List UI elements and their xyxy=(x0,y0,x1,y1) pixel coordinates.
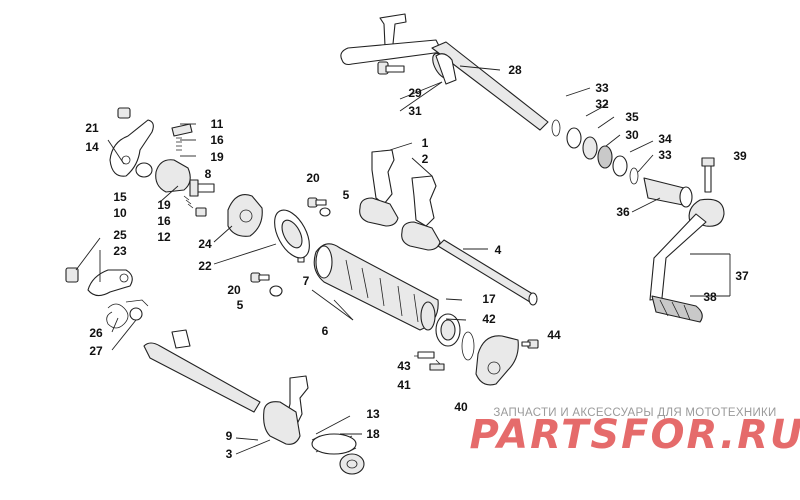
part-label-20a: 20 xyxy=(306,171,320,185)
part-label-20b: 20 xyxy=(227,283,241,297)
part-label-44: 44 xyxy=(547,328,561,342)
part-label-21: 21 xyxy=(85,121,99,135)
part-label-29: 29 xyxy=(408,86,422,100)
part-label-26: 26 xyxy=(89,326,103,340)
part-label-28: 28 xyxy=(508,63,522,77)
stopper-cluster-drawing xyxy=(109,107,215,217)
part-label-7: 7 xyxy=(303,274,310,288)
part-label-27: 27 xyxy=(89,344,103,358)
small-fasteners-drawing xyxy=(250,197,331,297)
part-label-34: 34 xyxy=(658,132,672,146)
bolt-29-drawing xyxy=(377,61,405,75)
part-label-22: 22 xyxy=(198,259,212,273)
part-number-labels: 1 2 3 4 5 5 6 7 8 9 10 11 12 13 14 15 16… xyxy=(85,63,749,461)
lower-shaft-drawing xyxy=(143,329,309,445)
shift-drum-drawing xyxy=(297,243,439,331)
kick-lever-drawing xyxy=(643,157,725,323)
parts-artwork xyxy=(65,13,725,475)
part-label-40: 40 xyxy=(454,400,468,414)
drum-bearing-and-housing-drawing xyxy=(414,313,539,386)
part-label-14: 14 xyxy=(85,140,99,154)
part-label-10: 10 xyxy=(113,206,127,220)
fork-rod-drawing xyxy=(437,239,538,306)
part-label-32: 32 xyxy=(595,97,609,111)
part-label-43: 43 xyxy=(397,359,411,373)
part-label-30: 30 xyxy=(625,128,639,142)
part-label-19b: 19 xyxy=(157,198,171,212)
part-label-13: 13 xyxy=(366,407,380,421)
watermark-tagline: ЗАПЧАСТИ И АКСЕССУАРЫ ДЛЯ МОТОТЕХНИКИ xyxy=(493,407,776,419)
part-label-38: 38 xyxy=(703,290,717,304)
part-label-5b: 5 xyxy=(237,298,244,312)
part-label-19a: 19 xyxy=(210,150,224,164)
part-label-33b: 33 xyxy=(658,148,672,162)
part-label-1: 1 xyxy=(422,136,429,150)
part-label-25: 25 xyxy=(113,228,127,242)
part-label-12: 12 xyxy=(157,230,171,244)
part-label-36: 36 xyxy=(616,205,630,219)
part-label-42: 42 xyxy=(482,312,496,326)
part-label-39: 39 xyxy=(733,149,747,163)
part-label-23: 23 xyxy=(113,244,127,258)
part-label-24: 24 xyxy=(198,237,212,251)
shift-shaft-drawing xyxy=(340,13,549,131)
bearing-and-cam-drawing xyxy=(227,194,310,259)
part-label-16b: 16 xyxy=(157,214,171,228)
leader-lines xyxy=(75,65,731,455)
watermark: ЗАПЧАСТИ И АКСЕССУАРЫ ДЛЯ МОТОТЕХНИКИ PA… xyxy=(469,407,800,458)
part-label-17: 17 xyxy=(482,292,496,306)
watermark-logo: PARTSFOR.RU xyxy=(469,412,800,458)
part-label-35: 35 xyxy=(625,110,639,124)
part-label-9: 9 xyxy=(226,429,233,443)
part-label-2: 2 xyxy=(422,152,429,166)
part-label-18: 18 xyxy=(366,427,380,441)
part-label-11: 11 xyxy=(211,117,224,131)
shaft-ring-stack-drawing xyxy=(551,119,639,185)
part-label-3: 3 xyxy=(226,447,233,461)
part-label-15: 15 xyxy=(113,190,127,204)
part-label-8: 8 xyxy=(205,167,212,181)
part-label-31: 31 xyxy=(408,104,422,118)
shift-forks-drawing xyxy=(359,149,441,251)
part-label-5a: 5 xyxy=(343,188,350,202)
part-label-6: 6 xyxy=(322,324,329,338)
part-label-33a: 33 xyxy=(595,81,609,95)
detent-arm-drawing xyxy=(65,267,149,329)
part-label-16a: 16 xyxy=(210,133,224,147)
spring-and-cap-drawing xyxy=(311,433,365,475)
part-label-37: 37 xyxy=(735,269,749,283)
part-label-4: 4 xyxy=(495,243,502,257)
part-label-41: 41 xyxy=(397,378,411,392)
